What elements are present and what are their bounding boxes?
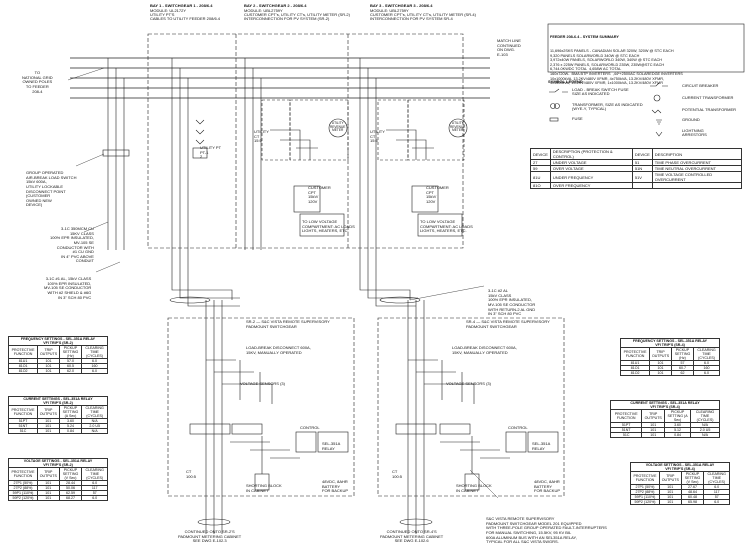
bay-3-line: INTERCONNECTION FOR PV SYSTEM SR-4 <box>370 16 453 21</box>
sr2-lbs-note: LOAD-BREAK DISCONNECT 600A,15KV, MANUALL… <box>246 345 311 355</box>
legend-item: FUSE <box>572 116 583 121</box>
feeder-bus <box>70 57 490 99</box>
system-summary: FEEDER 208-6.4 - SYSTEM SUMMARY 11,696x2… <box>550 35 683 86</box>
sr2-control: CONTROL <box>300 425 320 430</box>
legend-item: ARRESTORS <box>682 132 707 137</box>
legend-item: GROUND <box>682 117 700 122</box>
bay-2-line: INTERCONNECTION FOR PV SYSTEM (SR-2) <box>244 16 330 21</box>
cabinet-2-wiring <box>244 58 349 250</box>
cable-run <box>169 250 433 534</box>
legend-symbols <box>549 82 668 137</box>
bay-2-title: BAY 2 - SWITCHGEAR 2 - 208/6.4 <box>244 3 307 8</box>
legend-item: CURRENT TRANSFORMER <box>682 95 734 100</box>
legend-item: (WYE-Y, TYPICAL) <box>572 106 607 111</box>
leader-lines <box>67 67 499 499</box>
bay-1-line: CABLES TO UTILITY FEEDER 208/6.4 <box>150 16 221 21</box>
bay-enclosure <box>147 33 464 249</box>
legend-item: POTENTIAL TRANSFORMER <box>682 107 737 112</box>
legend-item: TRANSFORMER, SIZE AS INDICATED <box>572 102 643 107</box>
sr4-control: CONTROL <box>508 425 528 430</box>
sr2-voltage-sensors: VOLTAGE SENSORS (3) <box>240 381 285 386</box>
system-summary-box <box>547 23 745 73</box>
bay-3-line: CUSTOMER CPT's, UTILITY CT's, UTILITY ME… <box>370 12 476 17</box>
bay-3-title: BAY 3 - SWITCHGEAR 3 - 208/6.4 <box>370 3 433 8</box>
sr4-internals <box>395 359 559 491</box>
bay-3-line: MODULE: UBL2759Y <box>370 8 409 13</box>
utility-meter-icon <box>448 118 468 138</box>
legend-item: LOAD - BREAK SWITCH FUSE <box>572 87 629 92</box>
sr4-lbs-note: LOAD-BREAK DISCONNECT 600A,15KV, MANUALL… <box>452 345 517 355</box>
air-break-switch <box>102 58 130 250</box>
legend-item: CIRCUIT BREAKER <box>682 83 719 88</box>
sr2-internals <box>189 359 349 491</box>
cabinet-1-wiring <box>171 58 208 250</box>
cabinet-3-wiring <box>359 58 465 250</box>
bay-2-line: CUSTOMER CPT's, UTILITY CT's, UTILITY ME… <box>244 12 350 17</box>
sr4-enclosure <box>377 317 565 497</box>
bay-1-title: BAY 1 - SWITCHGEAR 1 - 208/6.4 <box>150 3 213 8</box>
legend-title: SYMBOL LEGEND <box>548 79 583 84</box>
sr4-voltage-sensors: VOLTAGE SENSORS (3) <box>446 381 491 386</box>
bay-2-line: MODULE: UBL2759Y <box>244 8 283 13</box>
sr2-enclosure <box>167 317 355 497</box>
bay-1-line: MODULE: UL2172Y <box>150 8 187 13</box>
utility-meter-icon <box>328 118 348 138</box>
legend-item: SIZE AS INDICATED <box>572 91 610 96</box>
legend-item: LIGHTNING <box>682 128 704 133</box>
bay-1-line: UTILITY PT'S <box>150 12 175 17</box>
